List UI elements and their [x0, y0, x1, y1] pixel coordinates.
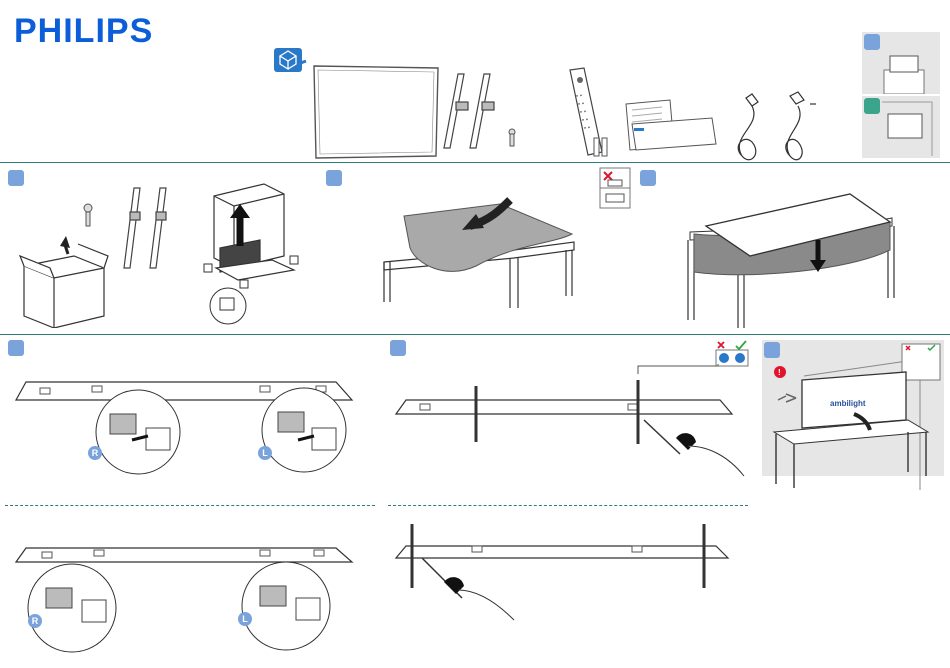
divider-dashed-left — [5, 505, 375, 506]
philips-logo: PHILIPS — [14, 12, 153, 51]
right-foot-tag: R — [88, 446, 102, 460]
small-box-icon — [20, 244, 108, 328]
screw-feet-bottom-illustration — [392, 520, 752, 660]
left-foot-tag-2: L — [238, 612, 252, 626]
cloth-do-dont-icon — [598, 166, 632, 212]
attach-feet-top-illustration — [14, 370, 364, 500]
unpack-illustration — [14, 176, 314, 328]
step1-screw-icon — [84, 204, 92, 226]
divider-dashed-right — [388, 505, 748, 506]
step-4-badge — [8, 340, 24, 356]
wall-option-illustration — [862, 96, 940, 158]
large-box-icon — [214, 184, 294, 280]
cloth-table-illustration — [380, 180, 590, 330]
attach-feet-bottom-illustration — [14, 540, 364, 665]
manual-icon — [626, 100, 716, 150]
divider-middle — [0, 334, 950, 335]
svg-text:!: ! — [778, 368, 781, 377]
ambilight-illustration: ! ambilight — [762, 340, 944, 490]
open-box-icon — [274, 48, 306, 72]
ambilight-logo-text: ambilight — [830, 399, 866, 408]
divider-top — [0, 162, 950, 163]
feet-icon — [444, 74, 494, 148]
spacer — [752, 336, 753, 486]
tv-on-table-illustration — [684, 190, 898, 330]
power-cord-icon — [738, 92, 816, 160]
step-2-badge — [326, 170, 342, 186]
screw-feet-top-illustration — [392, 350, 752, 500]
screw-icon — [509, 129, 515, 146]
step-3-badge — [640, 170, 656, 186]
tv-panel-icon — [314, 66, 438, 158]
right-foot-tag-2: R — [28, 614, 42, 628]
box-contents-illustration — [270, 40, 860, 162]
step1-feet-icon — [124, 188, 166, 268]
stand-option-illustration — [862, 32, 940, 94]
left-foot-tag: L — [258, 446, 272, 460]
